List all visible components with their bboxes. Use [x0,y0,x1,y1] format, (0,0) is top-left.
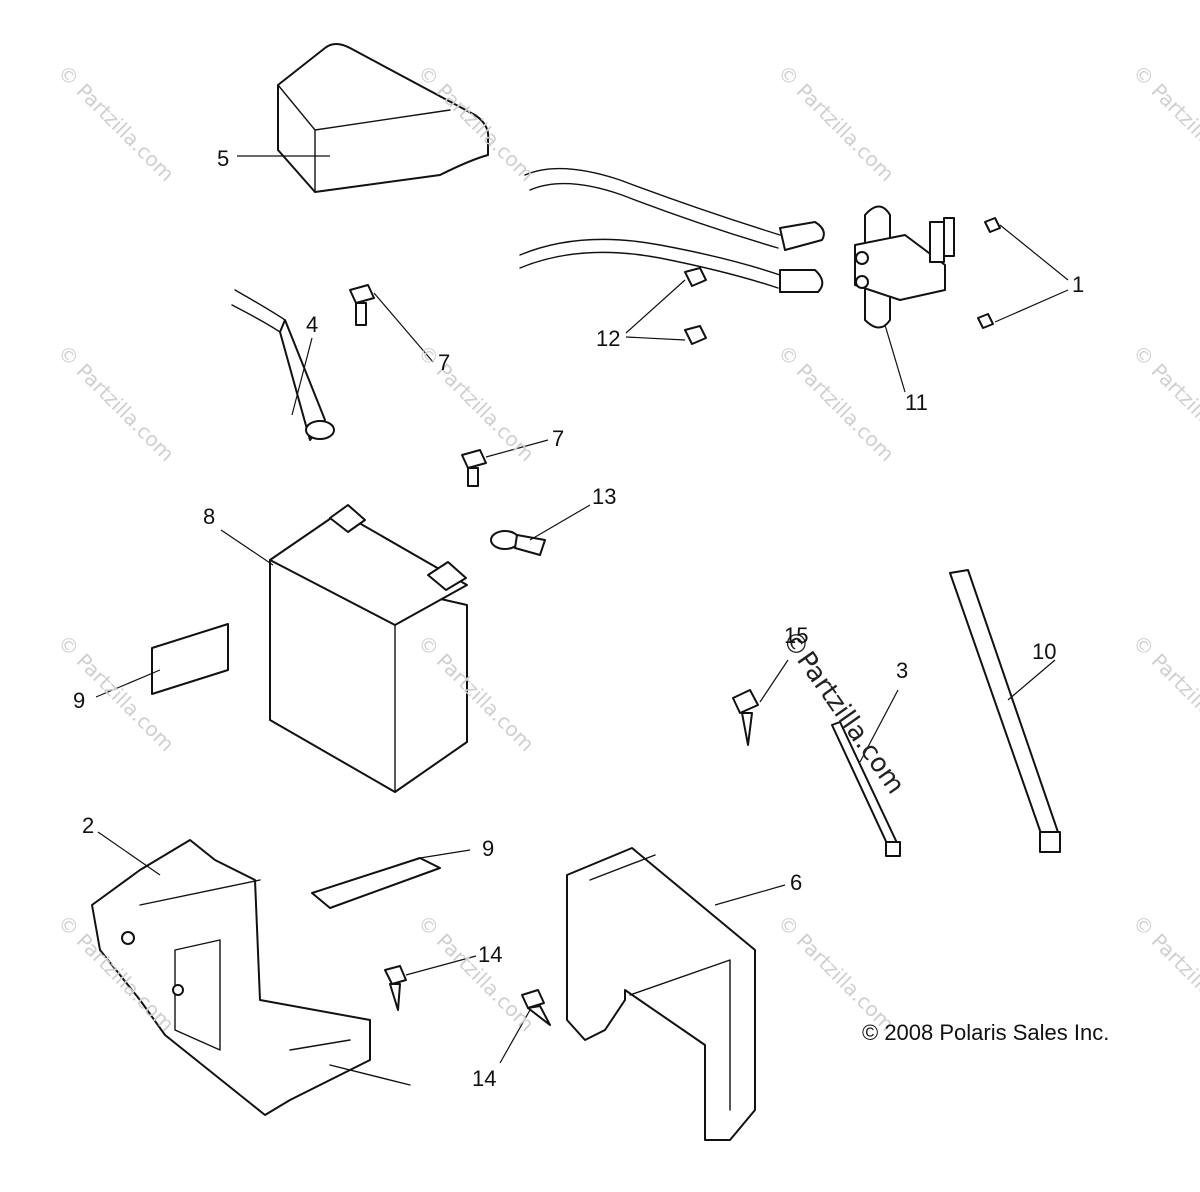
part-8-battery [269,504,468,793]
part-11-solenoid [854,205,955,329]
callout-15: 15 [784,623,809,648]
part-9-labels [151,623,441,909]
part-3-tie [831,721,901,857]
part-14-fasteners [384,965,551,1026]
callout-1: 1 [1072,272,1085,297]
part-5-cover [277,43,490,193]
callout-6: 6 [790,870,803,895]
part-13-terminal [490,530,546,556]
callout-11: 11 [905,390,928,415]
callout-13: 13 [592,484,617,509]
part-7-bolts [349,284,487,487]
callout-7-lower: 7 [552,426,565,451]
callout-8: 8 [203,504,216,529]
callout-7-upper: 7 [438,350,451,375]
part-6-strap [566,847,756,1141]
part-2-bracket [91,839,411,1116]
callout-12: 12 [596,326,621,351]
part-15-rivet [732,689,759,746]
callout-14-upper: 14 [478,942,503,967]
callout-14-lower: 14 [472,1066,497,1091]
callout-5: 5 [217,146,230,171]
copyright-notice: © 2008 Polaris Sales Inc. [862,1020,1110,1045]
callout-9-left: 9 [73,688,86,713]
callout-9-lower: 9 [482,836,495,861]
callout-4: 4 [306,312,319,337]
part-4-cable [231,289,335,441]
callout-2: 2 [82,813,95,838]
battery-cables [519,167,825,293]
callout-3: 3 [896,658,909,683]
part-12-nuts [684,267,707,345]
callout-10: 10 [1032,639,1057,664]
part-10-tie [949,569,1061,853]
part-1-screws [977,217,1001,329]
